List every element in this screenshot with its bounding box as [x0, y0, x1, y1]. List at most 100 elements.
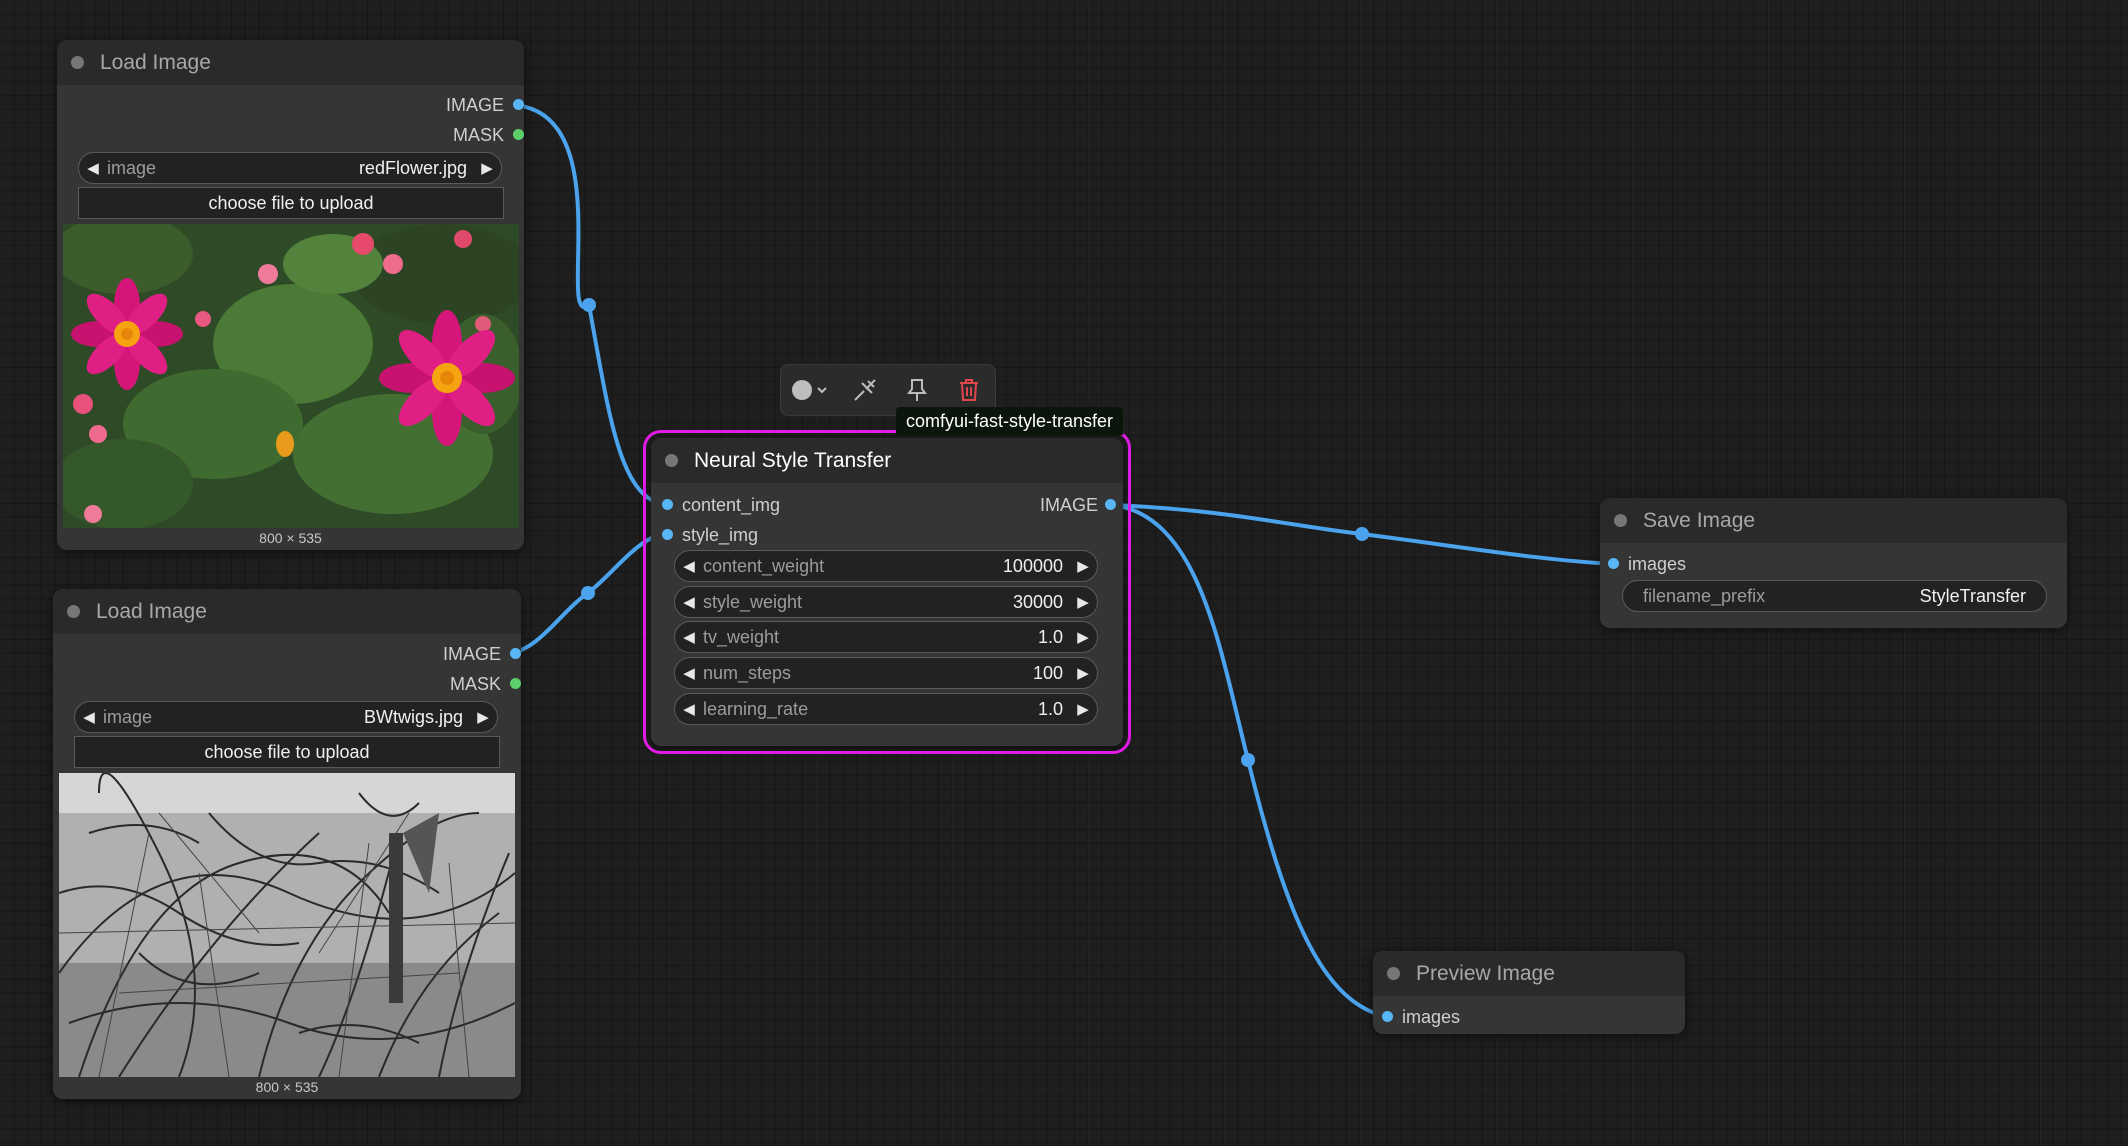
link-midpoint[interactable]: [1241, 753, 1255, 767]
link-style[interactable]: [506, 531, 666, 656]
load-image-node-2[interactable]: Load Image IMAGE MASK ◀ image BWtwigs.jp…: [53, 589, 521, 1099]
input-slot-dot[interactable]: [662, 529, 673, 540]
link-midpoint[interactable]: [582, 298, 596, 312]
output-mask[interactable]: MASK: [452, 123, 524, 147]
pin-icon: [907, 379, 927, 401]
output-label: MASK: [452, 125, 504, 145]
load-image-node-1[interactable]: Load Image IMAGE MASK ◀ image redFlower.…: [57, 40, 524, 550]
image-combo[interactable]: ◀ image redFlower.jpg ▶: [78, 152, 502, 184]
output-slot-dot[interactable]: [510, 678, 521, 689]
arrow-left-icon[interactable]: ◀: [683, 701, 695, 718]
node-header[interactable]: Neural Style Transfer: [651, 438, 1123, 483]
pin-button[interactable]: [891, 365, 943, 415]
output-image[interactable]: IMAGE: [1039, 493, 1116, 517]
collapse-dot[interactable]: [71, 56, 84, 69]
arrow-left-icon[interactable]: ◀: [683, 665, 695, 682]
link-preview[interactable]: [1111, 503, 1385, 1018]
output-label: IMAGE: [442, 644, 501, 664]
arrow-right-icon[interactable]: ▶: [1077, 629, 1089, 646]
widget-value: 100000: [1002, 555, 1063, 576]
link-midpoint[interactable]: [581, 586, 595, 600]
widget-value: BWtwigs.jpg: [363, 706, 463, 727]
image-combo[interactable]: ◀ image BWtwigs.jpg ▶: [74, 701, 498, 733]
node-header[interactable]: Load Image: [57, 40, 524, 85]
link-save[interactable]: [1111, 503, 1614, 566]
link-midpoint[interactable]: [1355, 527, 1369, 541]
arrow-right-icon[interactable]: ▶: [1077, 701, 1089, 718]
input-images[interactable]: images: [1608, 552, 1687, 576]
node-title: Neural Style Transfer: [694, 448, 892, 472]
widget-label: image: [103, 706, 153, 727]
arrow-right-icon[interactable]: ▶: [481, 160, 493, 177]
color-picker-button[interactable]: [781, 365, 839, 415]
node-title: Preview Image: [1416, 961, 1555, 985]
image-preview: [59, 773, 515, 1077]
bypass-button[interactable]: [839, 365, 891, 415]
node-source-badge: comfyui-fast-style-transfer: [896, 407, 1124, 435]
node-header[interactable]: Load Image: [53, 589, 521, 634]
widget-value: 30000: [1012, 591, 1063, 612]
collapse-dot[interactable]: [1614, 514, 1627, 527]
bypass-icon: [854, 379, 876, 401]
collapse-dot[interactable]: [665, 454, 678, 467]
input-label: images: [1628, 554, 1687, 574]
upload-button[interactable]: choose file to upload: [74, 736, 500, 768]
input-slot-dot[interactable]: [662, 499, 673, 510]
arrow-right-icon[interactable]: ▶: [1077, 665, 1089, 682]
arrow-left-icon[interactable]: ◀: [683, 629, 695, 646]
node-header[interactable]: Preview Image: [1373, 951, 1685, 996]
color-circle-icon: [792, 380, 827, 400]
image-size-label: 800 × 535: [259, 530, 322, 546]
neural-style-transfer-node[interactable]: Neural Style Transfer content_img style_…: [643, 430, 1131, 754]
input-style-img[interactable]: style_img: [662, 523, 759, 547]
image-size-label: 800 × 535: [255, 1079, 319, 1095]
node-title: Load Image: [96, 599, 207, 623]
output-slot-dot[interactable]: [1105, 499, 1116, 510]
upload-button[interactable]: choose file to upload: [78, 187, 504, 219]
arrow-left-icon[interactable]: ◀: [683, 558, 695, 575]
node-title: Load Image: [100, 50, 211, 74]
arrow-left-icon[interactable]: ◀: [83, 709, 95, 726]
num-steps-widget[interactable]: ◀ num_steps 100 ▶: [674, 657, 1098, 689]
arrow-right-icon[interactable]: ▶: [477, 709, 489, 726]
content-weight-widget[interactable]: ◀ content_weight 100000 ▶: [674, 550, 1098, 582]
output-label: IMAGE: [1039, 495, 1098, 515]
delete-button[interactable]: [943, 365, 995, 415]
preview-image-node[interactable]: Preview Image images: [1373, 951, 1685, 1034]
arrow-left-icon[interactable]: ◀: [683, 594, 695, 611]
arrow-right-icon[interactable]: ▶: [1077, 558, 1089, 575]
style-weight-widget[interactable]: ◀ style_weight 30000 ▶: [674, 586, 1098, 618]
widget-value: StyleTransfer: [1919, 585, 2026, 606]
output-slot-dot[interactable]: [513, 129, 524, 140]
input-label: style_img: [682, 525, 759, 545]
output-image[interactable]: IMAGE: [446, 93, 524, 117]
output-image[interactable]: IMAGE: [442, 642, 521, 666]
input-slot-dot[interactable]: [1608, 558, 1619, 569]
output-slot-dot[interactable]: [510, 648, 521, 659]
output-label: MASK: [449, 674, 501, 694]
output-mask[interactable]: MASK: [449, 672, 521, 696]
arrow-right-icon[interactable]: ▶: [1077, 594, 1089, 611]
learning-rate-widget[interactable]: ◀ learning_rate 1.0 ▶: [674, 693, 1098, 725]
flower-right: [379, 310, 515, 446]
link-content[interactable]: [511, 103, 668, 507]
input-images[interactable]: images: [1382, 1005, 1460, 1029]
image-preview: 800 × 535: [63, 224, 519, 528]
arrow-left-icon[interactable]: ◀: [87, 160, 99, 177]
trash-icon: [960, 379, 978, 401]
widget-label: filename_prefix: [1643, 585, 1766, 606]
collapse-dot[interactable]: [1387, 967, 1400, 980]
widget-value: 1.0: [1037, 626, 1063, 647]
filename-prefix-widget[interactable]: filename_prefix StyleTransfer: [1622, 580, 2047, 612]
widget-label: tv_weight: [703, 626, 780, 647]
save-image-node[interactable]: Save Image images filename_prefix StyleT…: [1600, 498, 2067, 628]
tv-weight-widget[interactable]: ◀ tv_weight 1.0 ▶: [674, 621, 1098, 653]
flower-photo: [63, 224, 519, 528]
widget-label: style_weight: [703, 591, 803, 612]
node-header[interactable]: Save Image: [1600, 498, 2067, 543]
input-slot-dot[interactable]: [1382, 1011, 1393, 1022]
output-slot-dot[interactable]: [513, 99, 524, 110]
collapse-dot[interactable]: [67, 605, 80, 618]
input-content-img[interactable]: content_img: [662, 493, 780, 517]
